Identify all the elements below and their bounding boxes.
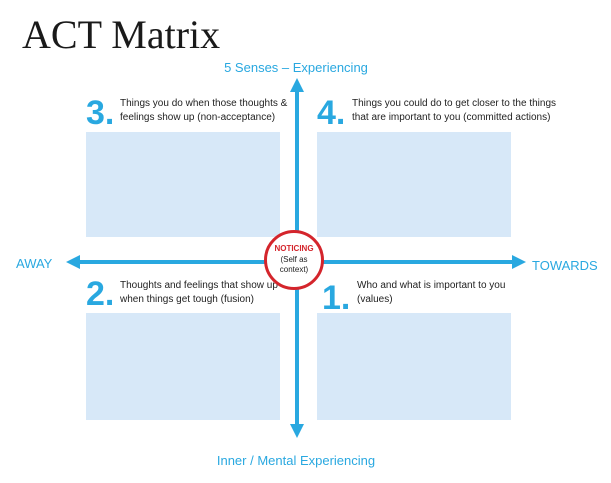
noticing-sublabel: (Self as context): [279, 255, 309, 274]
arrow-up-icon: [290, 78, 304, 92]
quadrant-4-number: 4.: [317, 94, 346, 132]
quadrant-4-box[interactable]: [317, 132, 511, 237]
arrow-down-icon: [290, 424, 304, 438]
quadrant-1-box[interactable]: [317, 313, 511, 420]
noticing-circle: NOTICING (Self as context): [264, 230, 324, 290]
arrow-right-icon: [512, 255, 526, 269]
quadrant-3-number: 3.: [86, 94, 115, 132]
quadrant-2-box[interactable]: [86, 313, 280, 420]
axis-label-right: TOWARDS: [532, 258, 598, 273]
quadrant-2-number: 2.: [86, 275, 115, 313]
page-title: ACT Matrix: [22, 12, 221, 57]
axis-label-bottom: Inner / Mental Experiencing: [216, 453, 376, 468]
axis-label-top: 5 Senses – Experiencing: [224, 60, 368, 75]
axis-label-left: AWAY: [16, 256, 53, 271]
quadrant-3-box[interactable]: [86, 132, 280, 237]
quadrant-1-number: 1.: [322, 279, 351, 317]
noticing-label: NOTICING: [274, 244, 314, 253]
quadrant-4-text: Things you could do to get closer to the…: [352, 98, 557, 123]
arrow-left-icon: [66, 255, 80, 269]
quadrant-3-text: Things you do when those thoughts & feel…: [120, 98, 288, 123]
quadrant-1-text: Who and what is important to you (values…: [357, 280, 506, 305]
quadrant-2-text: Thoughts and feelings that show up when …: [120, 280, 278, 305]
